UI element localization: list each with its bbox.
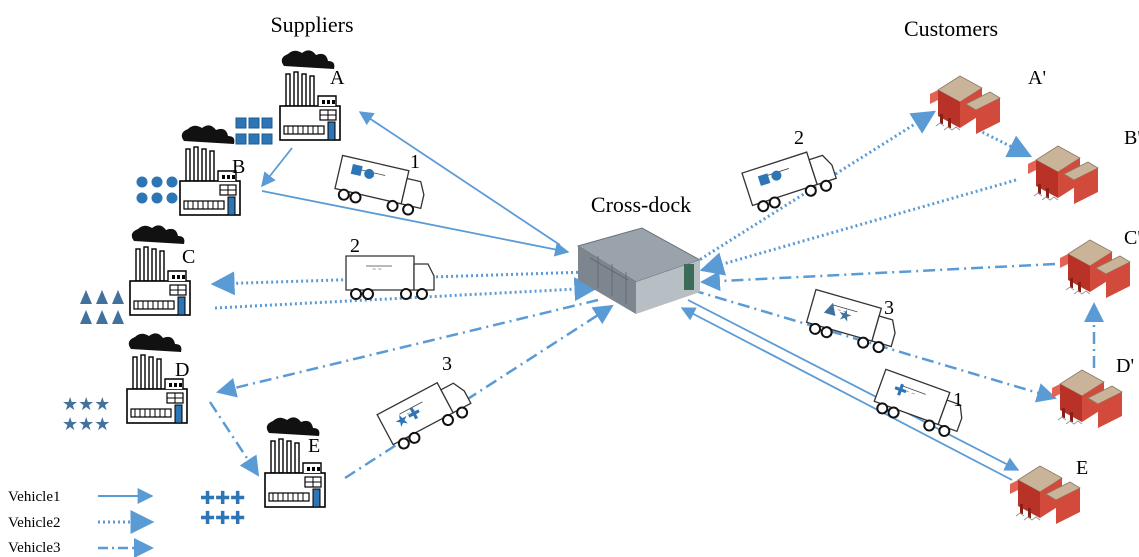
truck-vehicle1-customer: ✚ [870, 368, 970, 441]
supplier-e-label: E [308, 435, 320, 457]
svg-text:★: ★ [836, 304, 855, 326]
route-v3-crossdock-to-d-prime [691, 288, 1057, 403]
customers-heading: Customers [904, 16, 998, 41]
star-icon: ★★★ ★★★ [62, 394, 110, 435]
route-v1-crossdock-to-a [358, 111, 561, 246]
legend-vehicle2-label: Vehicle2 [8, 515, 60, 531]
truck-vehicle3-supplier: ★✚ [376, 372, 477, 454]
route-v3-crossdock-to-d [216, 298, 599, 398]
crossdock-building [576, 227, 702, 314]
truck-number-v1-customer: 1 [953, 389, 963, 411]
customer-d-prime-warehouse [1051, 369, 1123, 429]
supplier-e-factory [264, 416, 326, 508]
supplier-c-label: C [182, 246, 195, 268]
route-v3-e-to-crossdock [344, 304, 614, 480]
circle-icon [136, 176, 178, 204]
supplier-a-factory [279, 49, 341, 141]
route-v1-a-to-b [261, 147, 293, 188]
truck-number-v3-supplier: 3 [442, 353, 452, 375]
customer-c-prime-warehouse [1059, 239, 1131, 299]
truck-vehicle3-customer: ★ [803, 288, 902, 357]
supplier-c-factory [129, 224, 191, 316]
legend-vehicle3-label: Vehicle3 [8, 540, 60, 556]
customer-e-prime-warehouse [1009, 465, 1081, 525]
truck-vehicle2-customer [741, 144, 840, 216]
svg-text:✚✚✚: ✚✚✚ [200, 508, 245, 529]
truck-vehicle1-supplier [331, 154, 430, 219]
cross-icon: ✚✚✚ ✚✚✚ [200, 488, 245, 529]
truck-number-v1-supplier: 1 [410, 151, 420, 173]
route-v2-a-prime-to-b-prime [977, 128, 1033, 158]
svg-text:✚✚✚: ✚✚✚ [200, 488, 245, 509]
svg-text:★★★: ★★★ [62, 394, 110, 415]
customer-a-prime-label: A' [1028, 67, 1046, 89]
truck-vehicle2-supplier [345, 255, 435, 300]
customer-e-prime-label: E [1076, 457, 1088, 479]
legend: Vehicle1 Vehicle2 Vehicle3 [8, 488, 155, 557]
truck-number-v3-customer: 3 [884, 297, 894, 319]
route-v1-b-to-crossdock [261, 190, 570, 257]
customer-c-prime-label: C' [1124, 227, 1139, 249]
route-v1-crossdock-to-e-prime [687, 299, 1020, 471]
supplier-b-label: B [232, 156, 245, 178]
route-v3-c-prime-to-crossdock [700, 262, 1056, 292]
customer-b-prime-warehouse [1027, 145, 1099, 205]
crossdock-label: Cross-dock [591, 192, 691, 217]
truck-number-v2-customer: 2 [794, 127, 804, 149]
supplier-a-label: A [330, 67, 345, 89]
triangle-icon [80, 290, 124, 324]
svg-text:✚: ✚ [891, 379, 910, 401]
customer-b-prime-label: B' [1124, 127, 1139, 149]
truck-number-v2-supplier: 2 [350, 235, 360, 257]
supplier-b-factory [179, 124, 241, 216]
customer-a-prime-warehouse [929, 75, 1001, 135]
customer-d-prime-label: D' [1116, 355, 1134, 377]
square-icon [235, 117, 273, 145]
legend-vehicle1-label: Vehicle1 [8, 489, 60, 505]
route-v1-e-prime-to-crossdock [680, 307, 1013, 481]
supplier-d-label: D [175, 359, 189, 381]
svg-text:★★★: ★★★ [62, 414, 110, 435]
route-v3-d-to-e [208, 401, 260, 477]
suppliers-heading: Suppliers [270, 12, 353, 37]
